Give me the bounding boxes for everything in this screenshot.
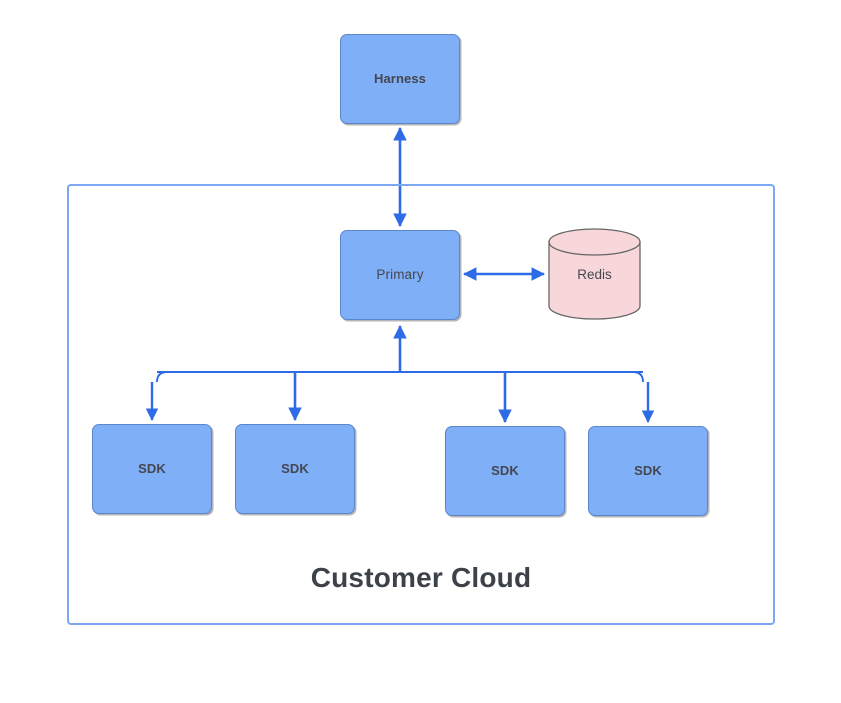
node-redis[interactable]: Redis [548, 228, 641, 320]
node-redis-label: Redis [577, 267, 612, 282]
cylinder-icon [548, 228, 641, 320]
node-sdk-4[interactable]: SDK [588, 426, 708, 516]
node-sdk-1[interactable]: SDK [92, 424, 212, 514]
node-sdk-2-label: SDK [281, 461, 309, 477]
node-sdk-2[interactable]: SDK [235, 424, 355, 514]
node-primary-label: Primary [376, 266, 424, 282]
node-primary[interactable]: Primary [340, 230, 460, 320]
boundary-label-customer-cloud: Customer Cloud [310, 562, 532, 593]
node-sdk-1-label: SDK [138, 461, 166, 477]
node-sdk-3-label: SDK [491, 463, 519, 479]
node-sdk-4-label: SDK [634, 463, 662, 479]
boundary-customer-cloud[interactable] [67, 184, 775, 625]
node-sdk-3[interactable]: SDK [445, 426, 565, 516]
node-harness[interactable]: Harness [340, 34, 460, 124]
node-harness-label: Harness [373, 71, 426, 87]
